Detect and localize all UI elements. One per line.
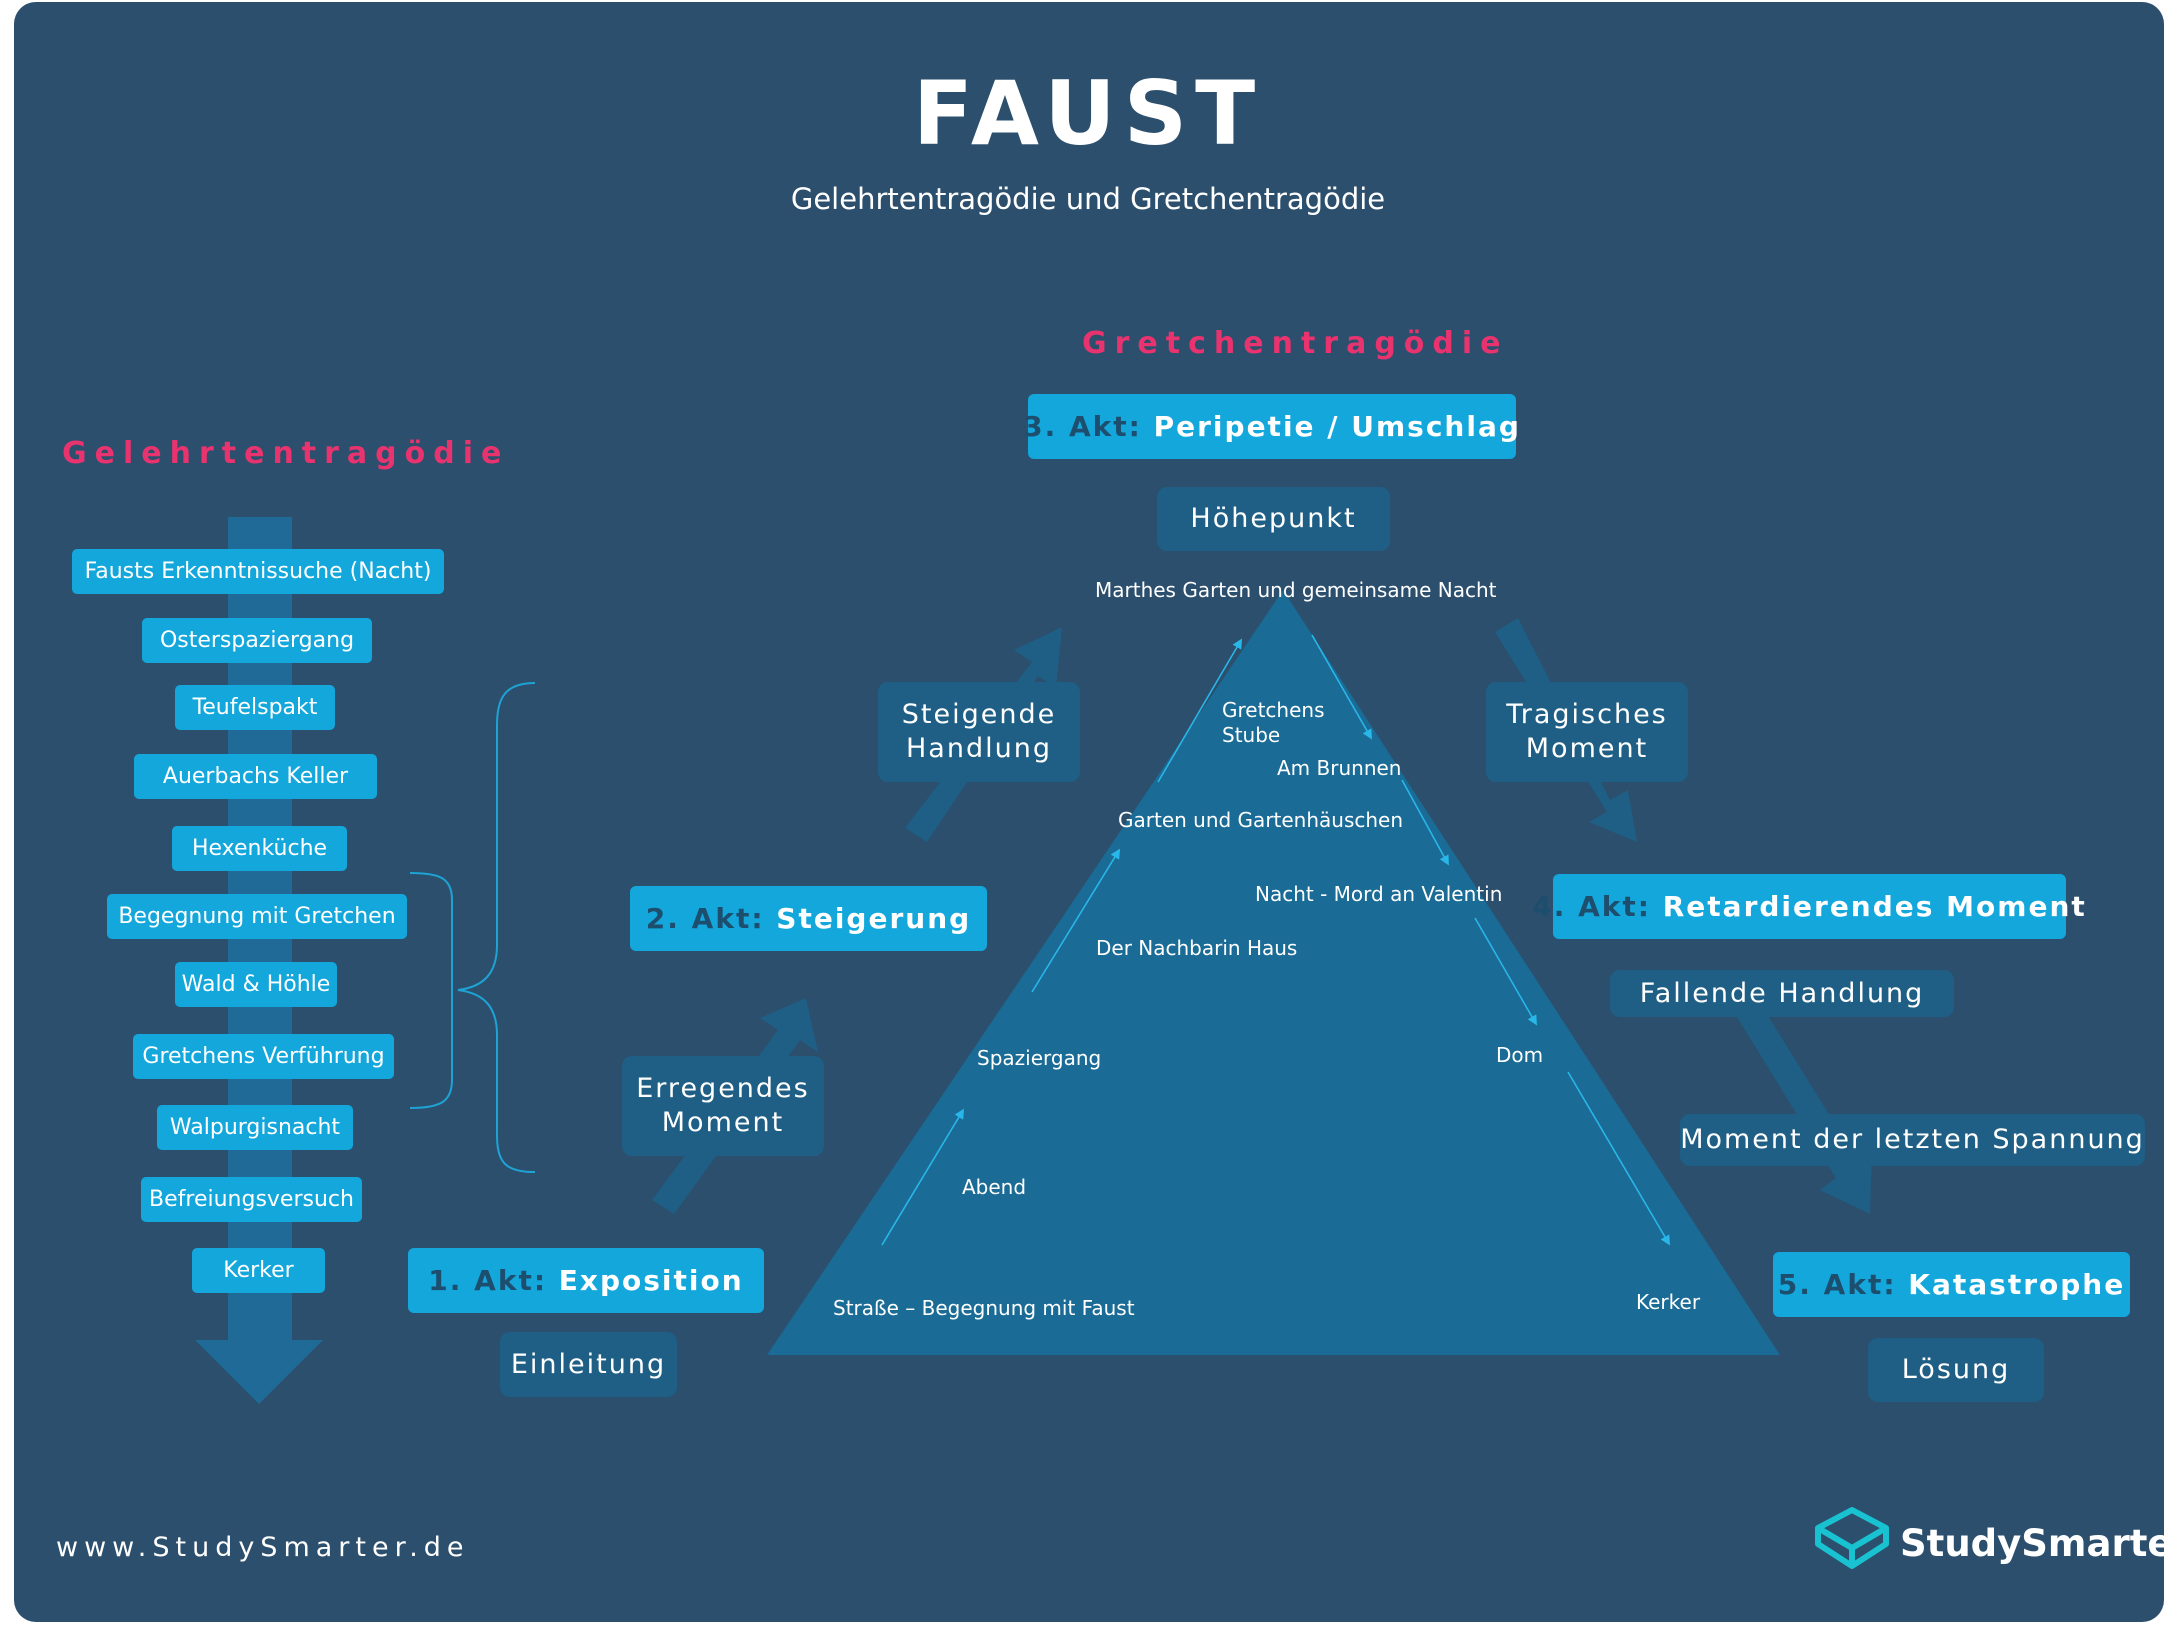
scene-arrow-2 [1031, 848, 1121, 993]
list-item: Gretchens Verführung [133, 1034, 394, 1079]
scene-nachbarin: Der Nachbarin Haus [1096, 936, 1298, 960]
act-4-number: 4. Akt: [1532, 890, 1651, 923]
act-4-name: Retardierendes Moment [1662, 890, 2087, 923]
letzte-spannung-label: Moment der letzten Spannung [1680, 1114, 2145, 1166]
act-1-box: 1. Akt: Exposition [408, 1248, 764, 1313]
gretchen-heading: Gretchentragödie [1082, 326, 1509, 361]
list-item: Walpurgisnacht [157, 1105, 353, 1150]
act-3-sub: Höhepunkt [1157, 487, 1390, 551]
scene-arrow-3 [1157, 638, 1243, 783]
scene-arrow-5 [1401, 779, 1449, 866]
scene-strasse: Straße – Begegnung mit Faust [833, 1296, 1135, 1320]
act-2-number: 2. Akt: [645, 902, 765, 935]
arrow-fallende [1734, 998, 1872, 1214]
list-item: Begegnung mit Gretchen [107, 894, 407, 939]
list-item: Fausts Erkenntnissuche (Nacht) [72, 549, 444, 594]
list-item: Kerker [192, 1248, 325, 1293]
act-5-number: 5. Akt: [1777, 1268, 1897, 1301]
act-5-name: Katastrophe [1908, 1268, 2126, 1301]
act-1-name: Exposition [558, 1264, 744, 1297]
freytag-pyramid [767, 590, 1780, 1355]
act-4-sub: Fallende Handlung [1610, 970, 1954, 1017]
scene-arrow-4 [1311, 634, 1372, 740]
list-item: Osterspaziergang [142, 618, 372, 663]
act-2-box: 2. Akt: Steigerung [630, 886, 987, 951]
scene-garten: Garten und Gartenhäuschen [1118, 808, 1404, 832]
act-3-number: 3. Akt: [1023, 410, 1142, 443]
page-title: FAUST [912, 62, 1264, 165]
scene-arrow-7 [1567, 1071, 1671, 1246]
list-item: Teufelspakt [175, 685, 335, 730]
scene-abend: Abend [962, 1175, 1027, 1199]
list-item: Wald & Höhle [175, 962, 337, 1007]
act-5-sub: Lösung [1868, 1338, 2044, 1402]
footer-url: www.StudySmarter.de [56, 1532, 470, 1563]
brace-large [457, 682, 536, 1173]
scene-kerker: Kerker [1636, 1290, 1701, 1314]
act-2-name: Steigerung [776, 902, 972, 935]
list-item: Hexenküche [172, 826, 347, 871]
brace-small [409, 872, 453, 1109]
gelehrten-arrow-head [195, 1340, 323, 1404]
studysmarter-logo-icon [1815, 1507, 1889, 1569]
list-item: Befreiungsversuch [141, 1177, 362, 1222]
scene-spaziergang: Spaziergang [977, 1046, 1102, 1070]
act-2-sub: Erregendes Moment [622, 1056, 824, 1156]
scene-peak: Marthes Garten und gemeinsame Nacht [1095, 578, 1497, 602]
scene-nacht-mord: Nacht - Mord an Valentin [1255, 882, 1503, 906]
list-item: Auerbachs Keller [134, 754, 377, 799]
act-4-box: 4. Akt: Retardierendes Moment [1532, 874, 2085, 939]
steigende-handlung-label: Steigende Handlung [878, 682, 1080, 782]
act-1-sub: Einleitung [500, 1332, 677, 1397]
scene-arrow-1 [881, 1108, 965, 1246]
scene-gretchens-stube: Gretchens Stube [1222, 698, 1325, 747]
scene-arrow-6 [1474, 917, 1537, 1026]
tragisches-moment-label: Tragisches Moment [1486, 682, 1688, 782]
brand-name: StudySmarter [1900, 1522, 2176, 1565]
scene-dom: Dom [1496, 1043, 1544, 1067]
page-subtitle: Gelehrtentragödie und Gretchentragödie [790, 182, 1386, 216]
act-3-box: 3. Akt: Peripetie / Umschlag [1023, 394, 1519, 459]
scene-am-brunnen: Am Brunnen [1277, 756, 1402, 780]
act-1-number: 1. Akt: [428, 1264, 548, 1297]
gelehrten-heading: Gelehrtentragödie [62, 436, 510, 471]
act-3-name: Peripetie / Umschlag [1153, 410, 1521, 443]
act-5-box: 5. Akt: Katastrophe [1773, 1252, 2130, 1317]
